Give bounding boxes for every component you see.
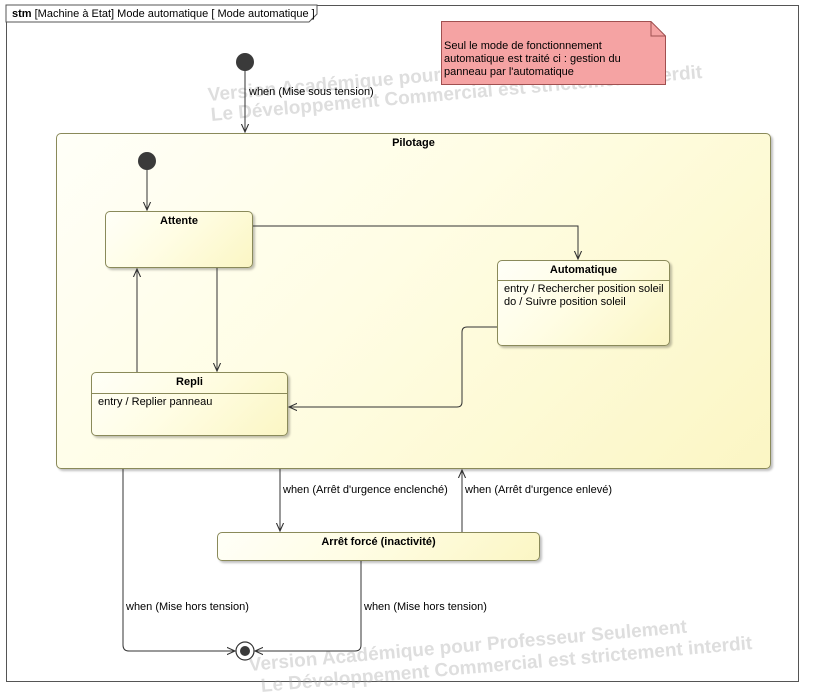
state-repli[interactable]: Repli entry / Replier panneau xyxy=(91,372,288,436)
transition-arret-to-final[interactable] xyxy=(255,561,362,651)
frame-kind: stm xyxy=(12,8,32,20)
initial-pseudostate-top xyxy=(236,53,254,71)
state-repli-title: Repli xyxy=(176,376,203,388)
initial-pseudostate-inner xyxy=(138,152,156,170)
state-pilotage-title: Pilotage xyxy=(392,137,435,149)
state-arret-force-title: Arrêt forcé (inactivité) xyxy=(321,536,436,548)
state-automatique-divider xyxy=(498,280,669,281)
note-shape xyxy=(441,21,666,85)
state-automatique[interactable]: Automatique entry / Rechercher position … xyxy=(497,260,670,346)
note-text: Seul le mode de fonctionnement automatiq… xyxy=(444,40,621,78)
label-pilotage-to-arret: when (Arrêt d'urgence enclenché) xyxy=(283,484,448,496)
label-pilotage-to-final: when (Mise hors tension) xyxy=(126,601,249,613)
transition-pilotage-to-final[interactable] xyxy=(122,469,235,651)
state-automatique-title: Automatique xyxy=(549,264,618,276)
state-repli-entry: entry / Replier panneau xyxy=(98,396,213,408)
label-arret-to-pilotage: when (Arrêt d'urgence enlevé) xyxy=(465,484,613,496)
label-arret-to-final: when (Mise hors tension) xyxy=(364,601,487,613)
state-attente[interactable]: Attente xyxy=(105,211,253,268)
state-automatique-do: do / Suivre position soleil xyxy=(504,296,626,308)
frame-header: stm [Machine à Etat] Mode automatique [ … xyxy=(12,8,315,20)
diagram-frame xyxy=(6,5,799,682)
state-automatique-entry: entry / Rechercher position soleil xyxy=(504,283,664,295)
state-repli-divider xyxy=(92,393,287,394)
final-state xyxy=(235,641,255,661)
state-attente-title: Attente xyxy=(160,215,198,227)
state-arret-force[interactable]: Arrêt forcé (inactivité) xyxy=(217,532,540,561)
frame-title: [Machine à Etat] Mode automatique [ Mode… xyxy=(34,8,315,20)
label-initial-to-pilotage: when (Mise sous tension) xyxy=(249,86,374,98)
transition-attente-to-automatique[interactable] xyxy=(253,225,578,259)
comment-note: Seul le mode de fonctionnement automatiq… xyxy=(441,21,666,85)
transition-automatique-to-repli[interactable] xyxy=(289,326,497,407)
